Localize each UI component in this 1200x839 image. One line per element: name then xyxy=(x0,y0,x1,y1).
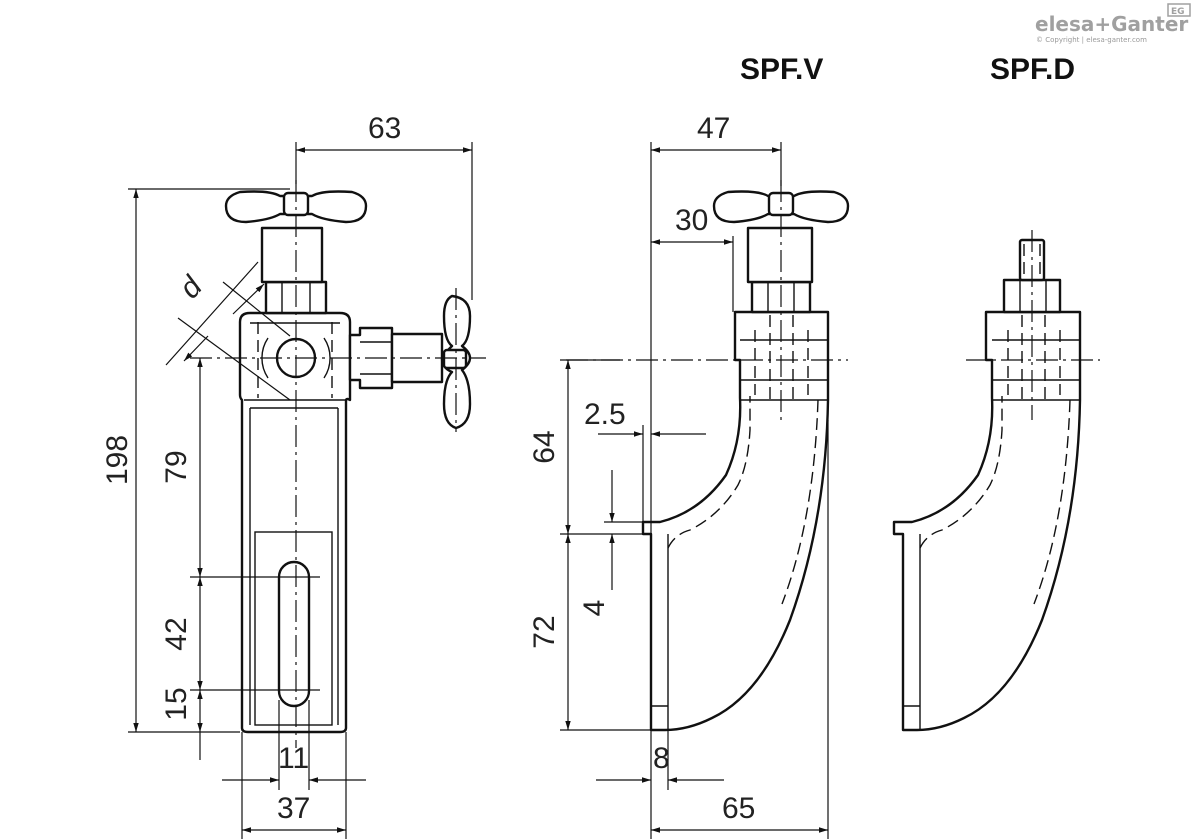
spf-d-jaw-body xyxy=(892,310,1082,732)
spf-v-side-view xyxy=(566,180,850,732)
dim-198: 198 xyxy=(101,435,134,485)
dim-79: 79 xyxy=(160,450,193,483)
dim-2-5: 2.5 xyxy=(584,398,626,431)
clamp-body xyxy=(238,311,352,734)
spf-v-dimensions: 47 30 2.5 64 72 4 8 65 xyxy=(528,112,829,839)
knob-stem xyxy=(260,226,324,284)
bore-ring xyxy=(323,337,331,379)
hidden-edge xyxy=(781,399,819,605)
hidden-edge xyxy=(919,396,1003,549)
dim-8: 8 xyxy=(653,742,670,775)
dim-4: 4 xyxy=(578,600,611,617)
dim-65: 65 xyxy=(722,792,755,825)
dim-63: 63 xyxy=(368,112,401,145)
dim-11: 11 xyxy=(278,742,309,775)
dim-64: 64 xyxy=(528,430,561,463)
adjustment-slot xyxy=(277,560,311,708)
dim-15: 15 xyxy=(160,687,193,720)
spf-d-side-view xyxy=(892,230,1100,732)
dim-30: 30 xyxy=(675,204,708,237)
dim-47: 47 xyxy=(697,112,730,145)
spf-v-knob-stem xyxy=(746,226,814,284)
view-title-spf-v: SPF.V xyxy=(740,53,823,86)
side-knob-center xyxy=(442,348,468,370)
brand-badge: EG xyxy=(1171,7,1185,17)
dim-d: d xyxy=(173,269,210,304)
view-title-spf-d: SPF.D xyxy=(990,53,1075,86)
brand-logo: elesa+Ganter EG © Copyright | elesa-gant… xyxy=(1035,3,1191,44)
copyright-text: © Copyright | elesa-ganter.com xyxy=(1036,36,1147,44)
dim-37: 37 xyxy=(277,792,310,825)
jaw-plate xyxy=(254,531,333,726)
front-view xyxy=(190,180,486,748)
brand-name: elesa+Ganter xyxy=(1035,12,1188,36)
dim-72: 72 xyxy=(528,615,561,648)
hidden-edge xyxy=(1033,399,1071,605)
dim-line-d xyxy=(165,261,259,366)
dim-42: 42 xyxy=(160,617,193,650)
spf-v-jaw-body xyxy=(641,310,830,732)
hidden-edge xyxy=(667,396,751,549)
brand-badge-frame xyxy=(1167,3,1191,17)
